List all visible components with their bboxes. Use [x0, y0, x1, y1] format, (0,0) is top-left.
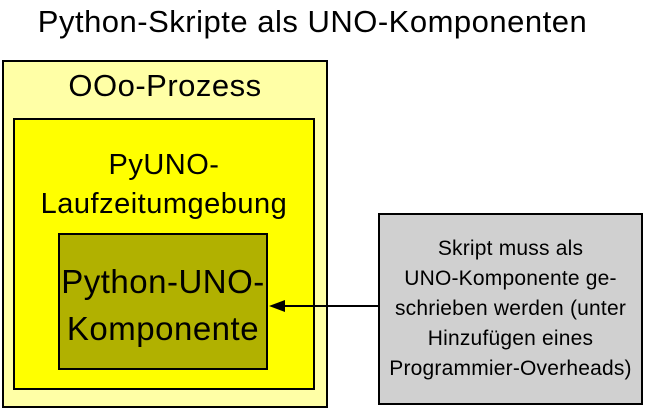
note-line-3: schrieben werden (unter — [394, 297, 627, 320]
note-line-2: UNO-Komponente ge- — [404, 267, 617, 290]
pyuno-runtime-label: PyUNO- Laufzeitumgebung — [13, 146, 315, 224]
pyuno-runtime-label-line1: PyUNO- — [108, 149, 220, 181]
note-box — [378, 213, 643, 405]
python-uno-component-label-line2: Komponente — [66, 310, 260, 347]
ooo-process-label: OOo-Prozess — [68, 68, 262, 103]
python-uno-component-box — [58, 233, 268, 370]
note-to-component-arrow-line — [283, 305, 378, 307]
arrow-left-icon — [269, 300, 285, 312]
python-uno-component-label-line1: Python-UNO- — [61, 263, 265, 300]
note-line-4: Hinzufügen eines — [427, 327, 594, 350]
pyuno-runtime-label-line2: Laufzeitumgebung — [40, 188, 288, 220]
note-line-1: Skript muss als — [437, 237, 584, 260]
note-line-5: Programmier-Overheads) — [389, 357, 632, 380]
note-text: Skript muss als UNO-Komponente ge- schri… — [380, 234, 641, 384]
diagram-title: Python-Skripte als UNO-Komponenten — [37, 4, 588, 39]
python-uno-component-label: Python-UNO- Komponente — [58, 258, 268, 352]
